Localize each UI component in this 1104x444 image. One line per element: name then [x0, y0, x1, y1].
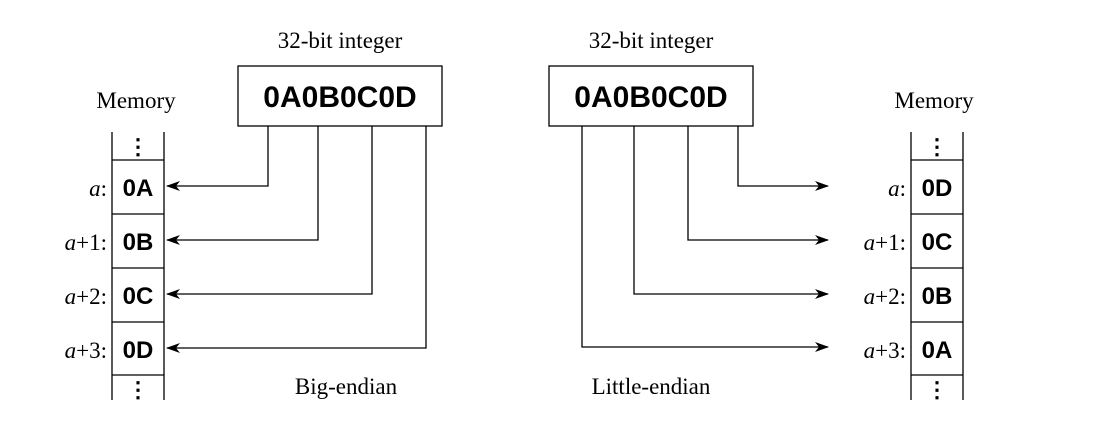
big-endian-address-label: a: — [89, 176, 107, 201]
little-endian-caption: Little-endian — [592, 374, 711, 399]
big-endian-caption: Big-endian — [295, 374, 398, 399]
big-endian-address-label: a+1: — [65, 230, 107, 255]
big-endian-panel: 32-bit integer 0A0B0C0D Memory ⋮ ⋮ 0A 0B… — [65, 28, 443, 402]
big-endian-address-label: a+3: — [65, 338, 107, 363]
little-endian-integer-header: 32-bit integer — [589, 28, 714, 53]
big-endian-integer-value: 0A0B0C0D — [263, 81, 416, 114]
little-endian-integer-value: 0A0B0C0D — [574, 81, 727, 114]
big-endian-byte-arrow — [166, 126, 319, 245]
big-endian-cell-byte: 0D — [123, 337, 154, 364]
big-endian-cell-byte: 0B — [123, 229, 154, 256]
little-endian-byte-arrow — [737, 126, 829, 191]
big-endian-integer-header: 32-bit integer — [278, 28, 403, 53]
little-endian-byte-arrow — [687, 126, 829, 245]
little-endian-address-label: a: — [888, 176, 906, 201]
big-endian-ellipsis-bottom: ⋮ — [127, 377, 149, 402]
big-endian-cell-byte: 0C — [123, 283, 154, 310]
big-endian-byte-arrow — [166, 126, 269, 191]
little-endian-memory-title: Memory — [894, 88, 974, 113]
little-endian-cell-byte: 0D — [922, 175, 953, 202]
little-endian-ellipsis-top: ⋮ — [926, 134, 948, 159]
big-endian-address-label: a+2: — [65, 284, 107, 309]
little-endian-byte-arrow — [633, 126, 829, 299]
little-endian-cell-byte: 0B — [922, 283, 953, 310]
little-endian-address-label: a+3: — [864, 338, 906, 363]
big-endian-memory-title: Memory — [96, 88, 176, 113]
big-endian-byte-arrow — [166, 126, 373, 299]
little-endian-panel: 32-bit integer 0A0B0C0D Memory ⋮ ⋮ 0D 0C… — [548, 28, 974, 402]
little-endian-ellipsis-bottom: ⋮ — [926, 377, 948, 402]
big-endian-integer-box — [237, 65, 443, 127]
little-endian-cell-byte: 0C — [922, 229, 953, 256]
little-endian-byte-arrow — [581, 126, 829, 352]
little-endian-address-label: a+2: — [864, 284, 906, 309]
big-endian-ellipsis-top: ⋮ — [127, 134, 149, 159]
little-endian-integer-box — [548, 65, 754, 127]
little-endian-address-label: a+1: — [864, 230, 906, 255]
big-endian-cell-byte: 0A — [123, 175, 154, 202]
little-endian-cell-byte: 0A — [922, 337, 953, 364]
big-endian-byte-arrow — [166, 126, 427, 353]
